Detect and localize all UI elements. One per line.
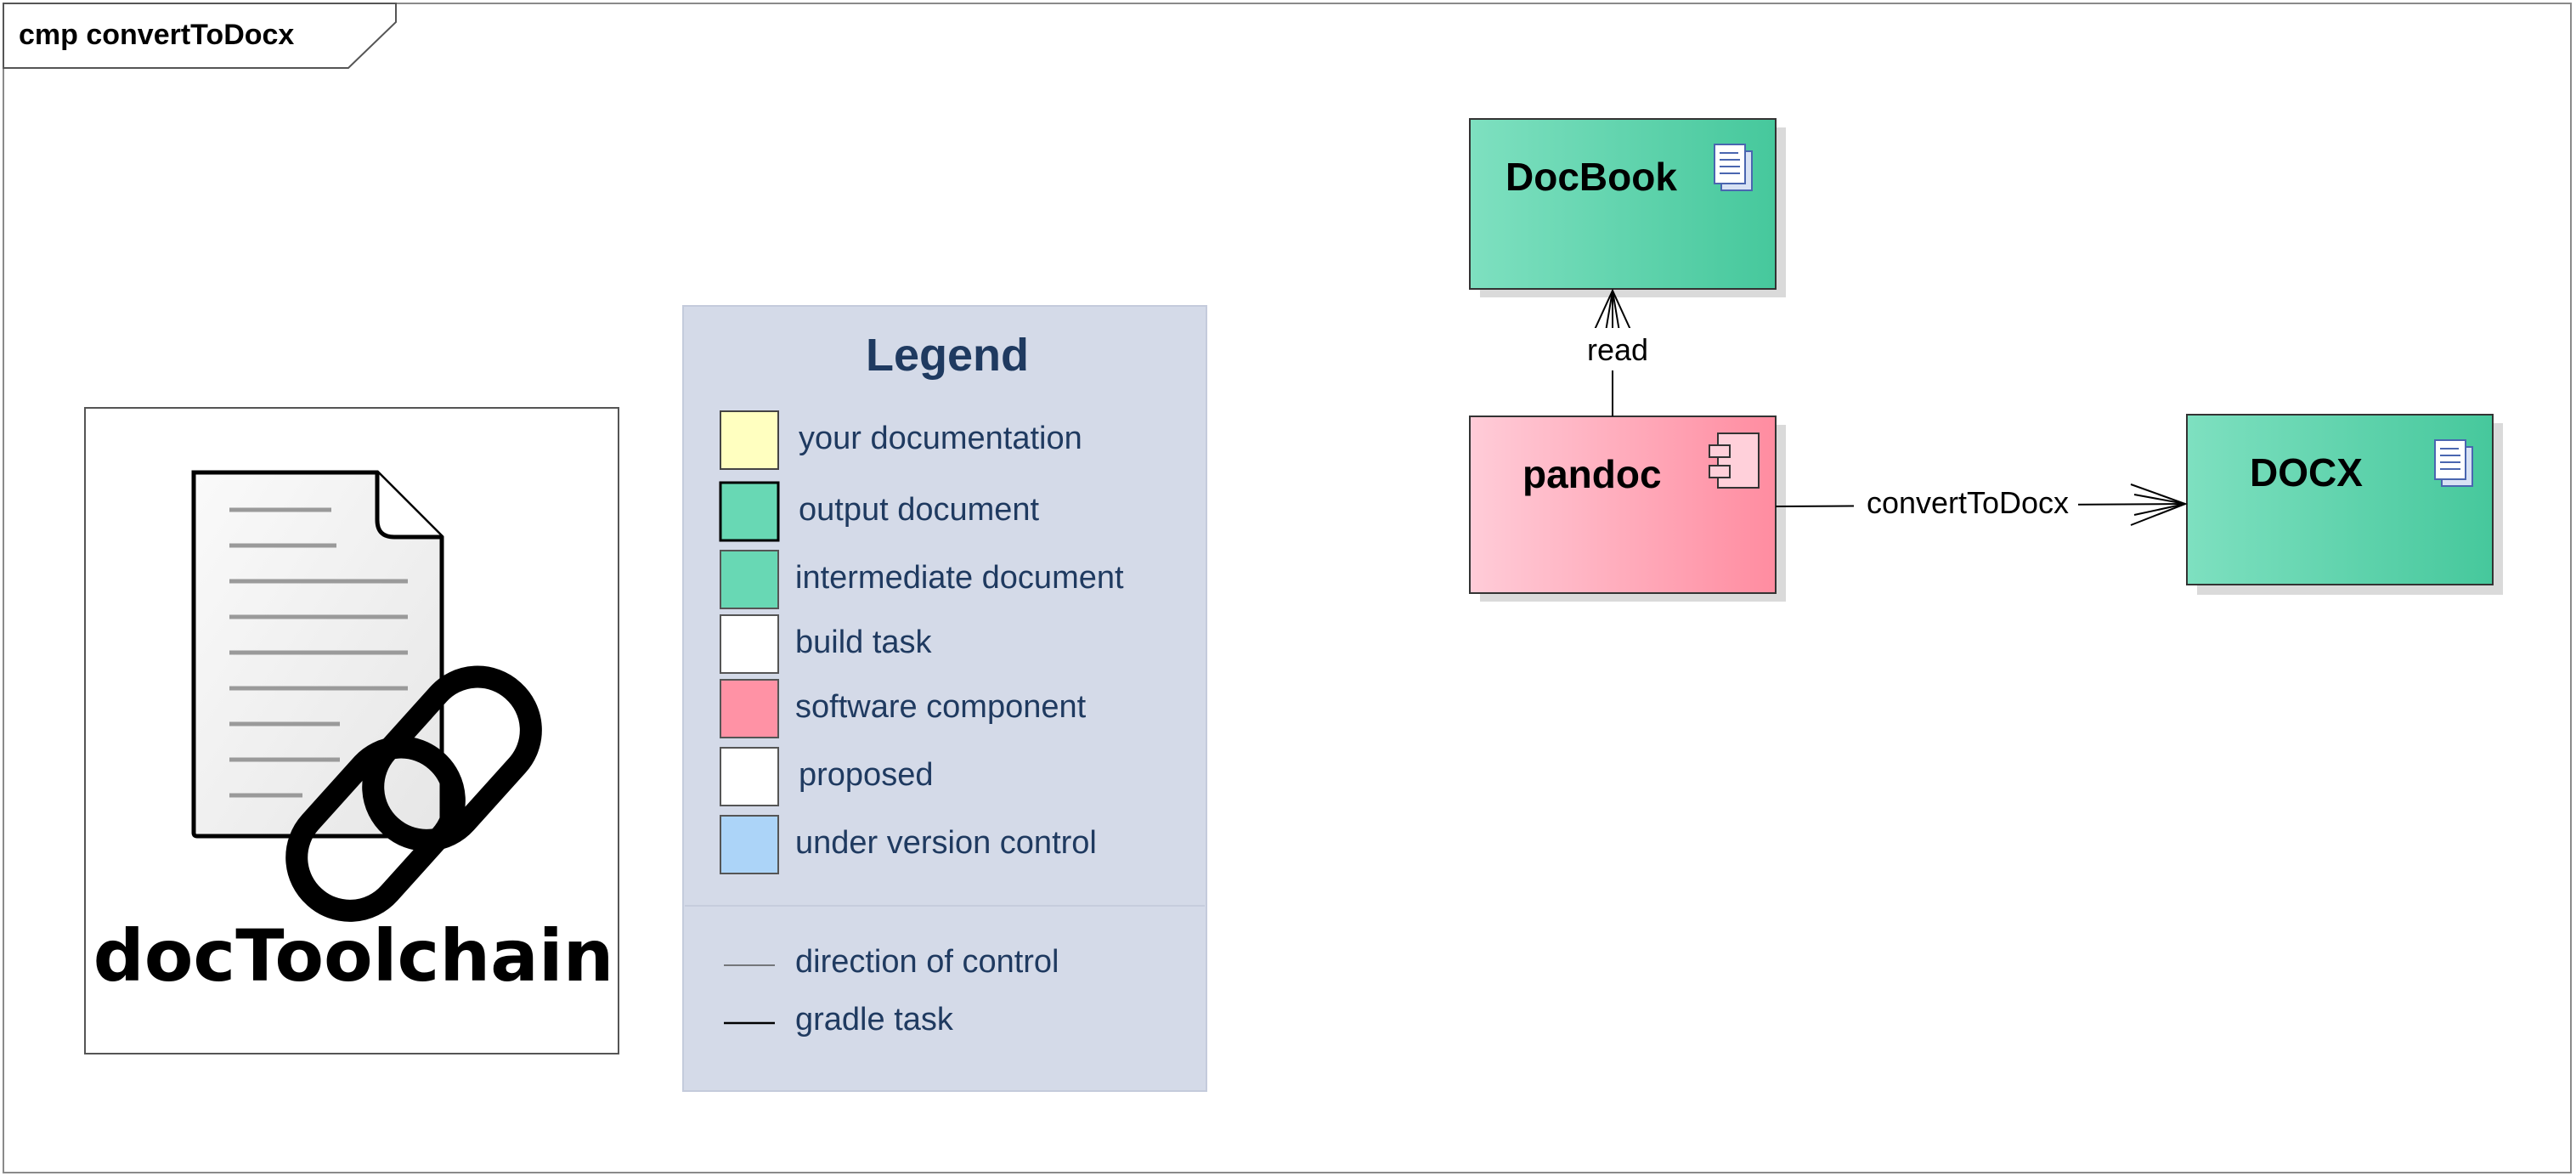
legend-swatch-proposed bbox=[720, 747, 779, 806]
node-docx-label: DOCX bbox=[2250, 450, 2363, 495]
edge-convert-to-docx[interactable]: convertToDocx bbox=[1775, 481, 2188, 526]
legend-swatch-build-task bbox=[720, 614, 779, 674]
legend-label-intermediate-document: intermediate document bbox=[795, 560, 1124, 596]
node-docbook-label: DocBook bbox=[1505, 155, 1677, 199]
node-pandoc-label: pandoc bbox=[1522, 452, 1662, 496]
document-icon bbox=[1714, 144, 1753, 191]
legend-swatch-output-document bbox=[719, 481, 780, 542]
node-docx[interactable]: DOCX bbox=[2186, 414, 2503, 595]
document-icon bbox=[2434, 439, 2473, 487]
legend-label-output-document: output document bbox=[799, 492, 1040, 528]
legend-label-gradle-task: gradle task bbox=[795, 1002, 954, 1037]
node-pandoc[interactable]: pandoc bbox=[1469, 416, 1786, 602]
component-icon bbox=[1709, 433, 1760, 489]
legend-label-under-version-control: under version control bbox=[795, 825, 1097, 861]
edge-convert-label: convertToDocx bbox=[1867, 485, 2069, 520]
frame-title: cmp convertToDocx bbox=[19, 19, 294, 51]
node-docbook[interactable]: DocBook bbox=[1469, 118, 1786, 297]
legend-label-software-component: software component bbox=[795, 689, 1087, 725]
chain-link-icon bbox=[285, 665, 542, 922]
legend-swatch-intermediate-document bbox=[720, 550, 779, 609]
legend-label-your-documentation: your documentation bbox=[799, 421, 1082, 456]
document-lines bbox=[229, 507, 408, 798]
legend-label-build-task: build task bbox=[795, 625, 933, 660]
legend-swatch-under-version-control bbox=[720, 815, 779, 874]
doctoolchain-logo: docToolchain bbox=[84, 407, 619, 1054]
legend-title: Legend bbox=[866, 330, 1029, 381]
legend-label-direction-of-control: direction of control bbox=[795, 944, 1059, 980]
frame-title-tab bbox=[3, 3, 397, 69]
legend-swatch-your-documentation bbox=[720, 410, 779, 470]
logo-text: docToolchain bbox=[93, 914, 614, 998]
legend-swatch-software-component bbox=[720, 679, 779, 738]
edge-read[interactable]: read bbox=[1582, 288, 1648, 416]
edge-read-label: read bbox=[1587, 332, 1648, 367]
legend: Legend your documentation output documen… bbox=[682, 305, 1207, 1092]
legend-label-proposed: proposed bbox=[799, 757, 933, 793]
